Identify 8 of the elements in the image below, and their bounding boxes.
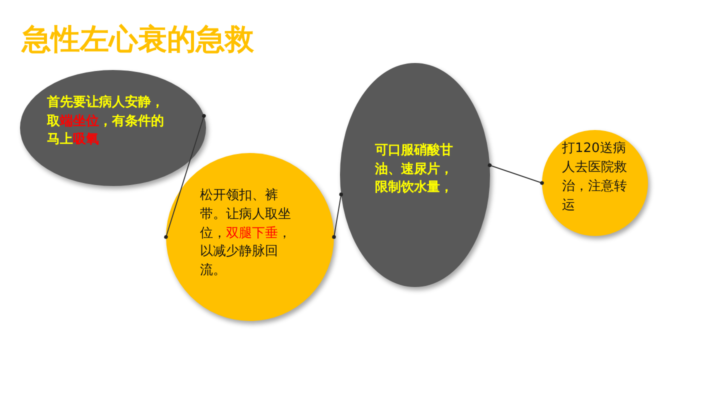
node-text: 打120送病人去医院救治，注意转运 [562,140,628,215]
node-text: 可口服硝酸甘油、速尿片，限制饮水量， [375,142,454,198]
title: 急性左心衰的急救 [22,21,254,58]
connector-line [164,114,206,239]
node-text: 松开领扣、裤带。让病人取坐位，双腿下垂，以减少静脉回流。 [200,186,292,280]
connector-line [488,163,544,185]
node-text: 首先要让病人安静，取端坐位，有条件的马上吸氧 [47,94,165,150]
connector-line [332,192,344,239]
